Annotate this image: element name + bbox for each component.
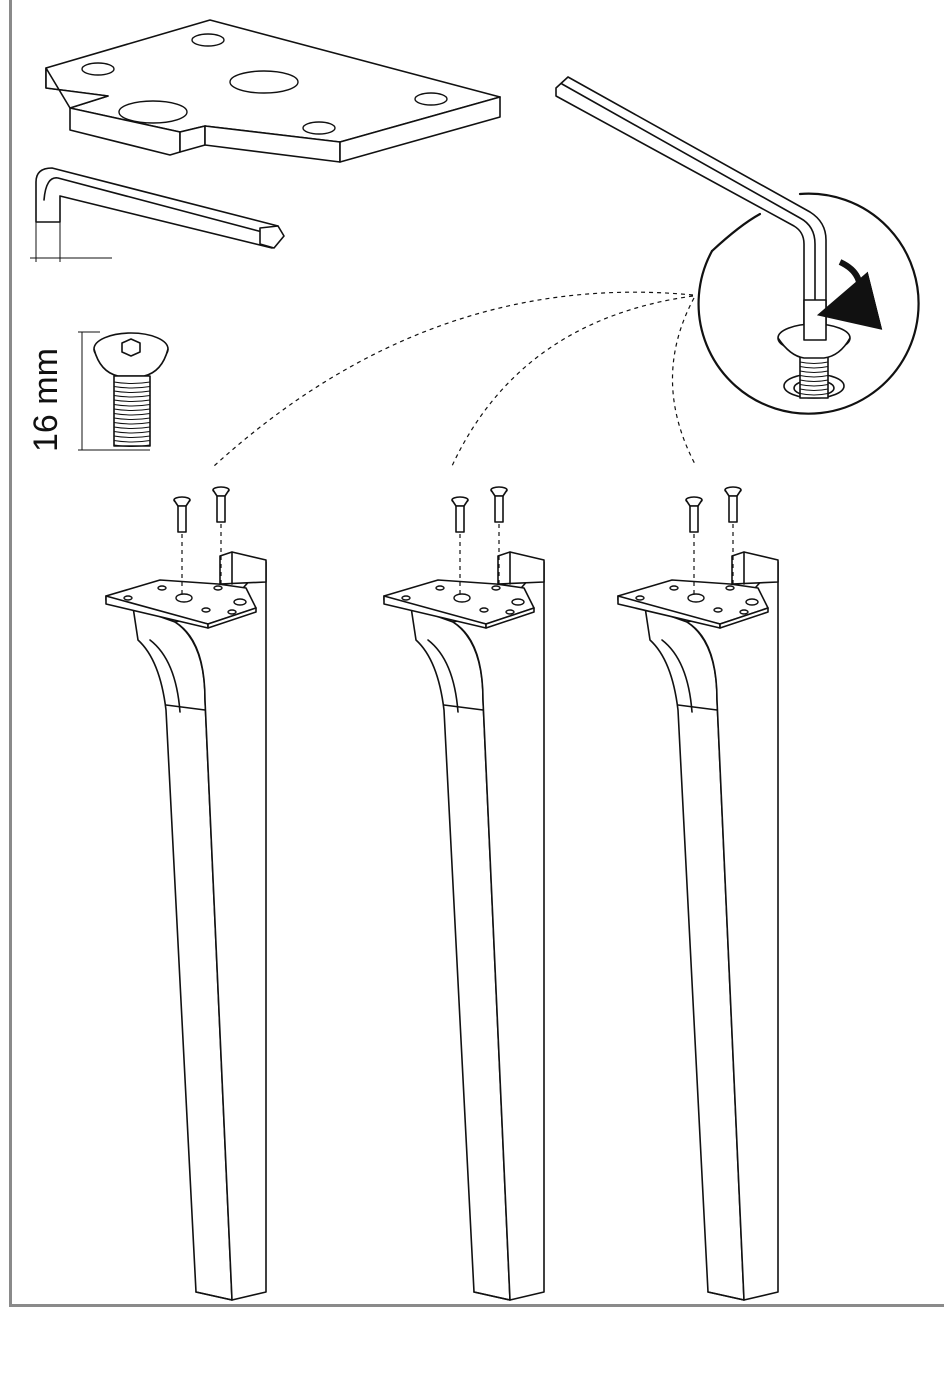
plate-hole (303, 122, 335, 134)
plate-hole (192, 34, 224, 46)
screw-spec-icon: 16 mm (27, 332, 168, 452)
leg-plate-hole (124, 596, 132, 600)
leg-plate-hole (512, 599, 524, 605)
allen-key-icon (30, 168, 284, 262)
leg-plate-hole (234, 599, 246, 605)
plate-hole (230, 71, 298, 93)
leg-plate-hole (714, 608, 722, 612)
leg-plate-hole (636, 596, 644, 600)
table-leg-icon (618, 487, 778, 1300)
leg-plate-hole (726, 586, 734, 590)
leg-plate-hole (158, 586, 166, 590)
plate-hole (82, 63, 114, 75)
leg-plate-hole (202, 608, 210, 612)
leg-plate-hole (740, 610, 748, 614)
clockwise-arrow-icon (840, 262, 860, 308)
table-leg-icon (106, 487, 266, 1300)
leg-plate-hole (228, 610, 236, 614)
leg-plate-hole (480, 608, 488, 612)
leg-plate-hole (688, 594, 704, 602)
plate-hole (119, 101, 187, 123)
leg-plate-hole (176, 594, 192, 602)
leg-plate-hole (436, 586, 444, 590)
leg-plate-hole (492, 586, 500, 590)
screw-length-label: 16 mm (27, 348, 65, 452)
leg-plate-hole (454, 594, 470, 602)
leg-plate-hole (506, 610, 514, 614)
leg-plate-hole (214, 586, 222, 590)
plate-hole (415, 93, 447, 105)
callout-lines (214, 292, 696, 466)
table-leg-icon (384, 487, 544, 1300)
legs-group (106, 487, 778, 1300)
mounting-plate-icon (46, 20, 500, 162)
leg-plate-hole (670, 586, 678, 590)
leg-plate-hole (746, 599, 758, 605)
leg-plate-hole (402, 596, 410, 600)
